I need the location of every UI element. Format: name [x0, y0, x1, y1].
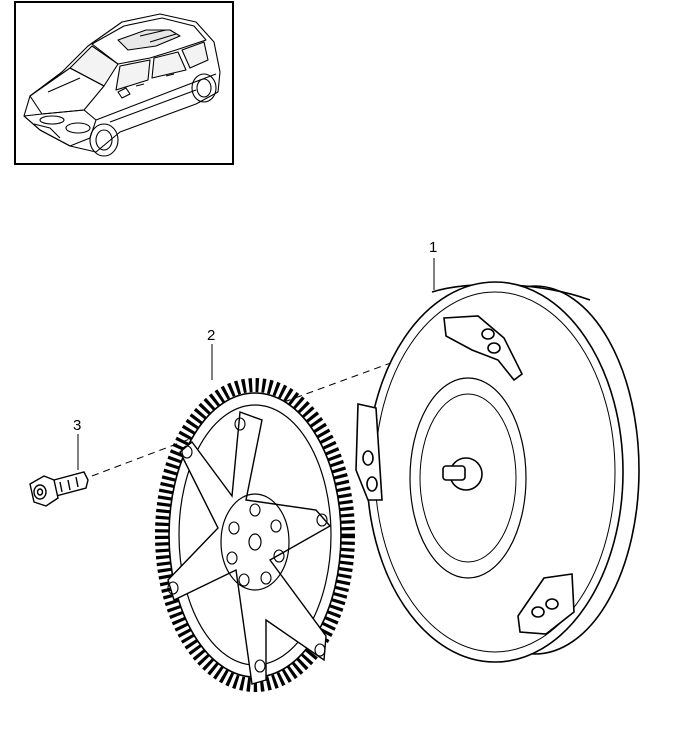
vehicle-thumbnail [14, 1, 234, 165]
torque-converter-icon [355, 281, 640, 663]
flex-plate-ring-gear-icon [155, 378, 355, 692]
bolt-icon [29, 471, 89, 507]
callout-leaders [77, 258, 435, 470]
assembly-axis [91, 333, 471, 477]
part-number-1: 1 [429, 239, 437, 256]
part-number-2: 2 [207, 327, 215, 344]
car-thumbnail-icon [23, 13, 221, 157]
part-number-3: 3 [73, 417, 81, 434]
